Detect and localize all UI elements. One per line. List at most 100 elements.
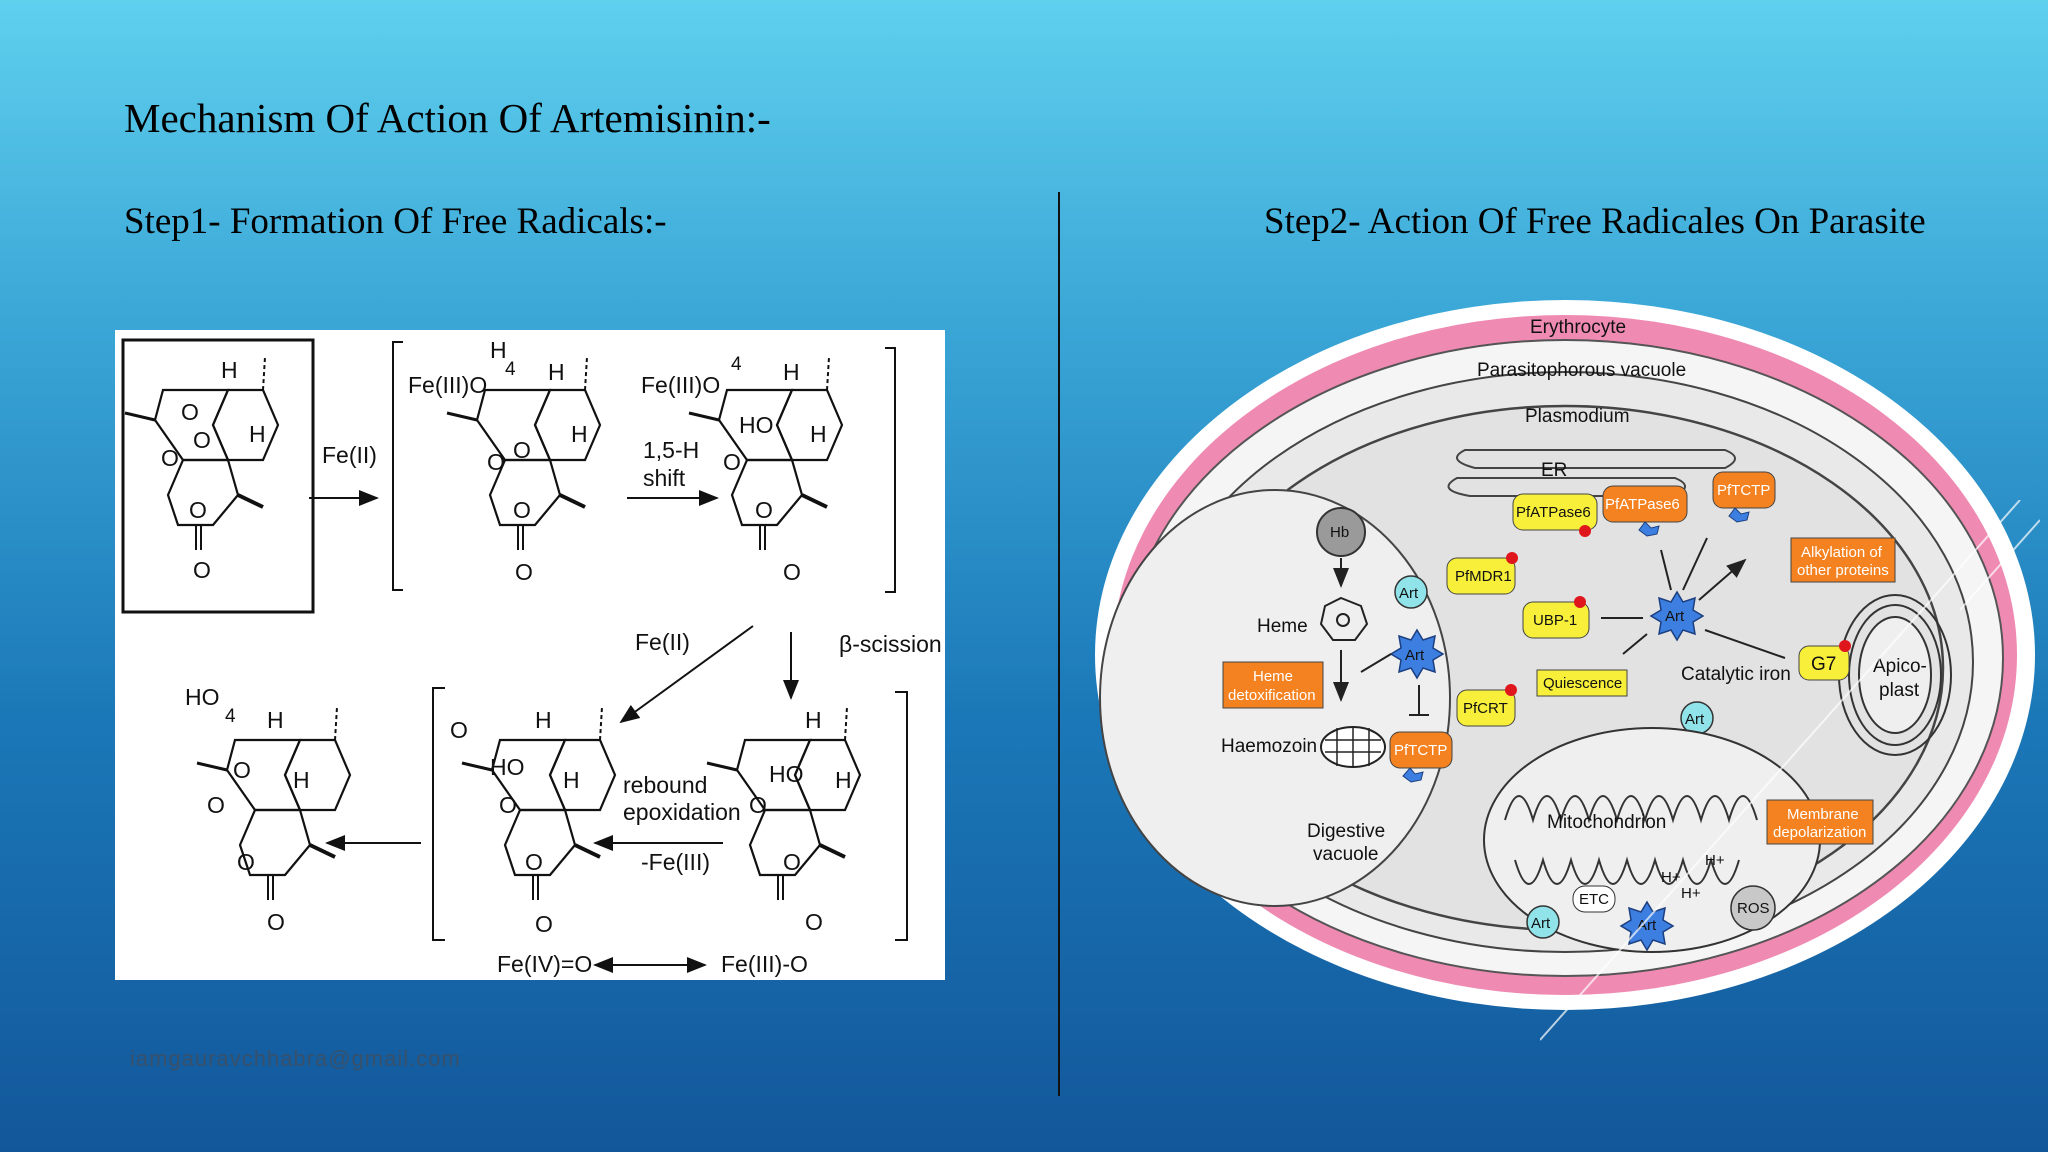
inhibit-line — [1660, 549, 1672, 591]
atom-label: H — [810, 421, 827, 447]
heme-icon — [1319, 596, 1369, 641]
atom-label: H — [805, 707, 822, 733]
label-pftctp: PfTCTP — [1717, 482, 1770, 499]
quiescence-box — [1536, 669, 1628, 697]
label-position-4: 4 — [505, 359, 516, 380]
label-er: ER — [1541, 460, 1567, 481]
atom-label: O — [515, 559, 533, 585]
atom-label: H — [490, 337, 507, 363]
inhibit-line — [1622, 633, 1648, 655]
atom-label: O — [805, 909, 823, 935]
label-fe4o: Fe(IV)=O — [497, 951, 592, 977]
label-fe3o: Fe(III)O — [408, 372, 487, 398]
label-art: Art — [1399, 585, 1419, 602]
atom-label: HO — [185, 684, 220, 710]
atom-label: O — [181, 399, 199, 425]
chemical-scheme: H H O O O O O Fe(II) Fe(III)O H 4 H H O … — [115, 330, 945, 980]
atom-label: O — [487, 449, 505, 475]
mitochondrion-cristae — [1504, 795, 1758, 885]
artemisinin-box — [121, 338, 315, 614]
pftctp-box — [1712, 471, 1776, 509]
mutation-dot — [1505, 684, 1517, 696]
atom-label: O — [755, 497, 773, 523]
art-inactive-icon — [1526, 905, 1560, 939]
label-membrane: depolarization — [1773, 824, 1866, 841]
atom-label: O — [499, 792, 517, 818]
label-membrane: Membrane — [1787, 806, 1859, 823]
atom-label: O — [237, 849, 255, 875]
membrane-depolarization-box — [1766, 799, 1874, 845]
pfcrt-box — [1456, 689, 1516, 727]
label-art: Art — [1685, 711, 1705, 728]
label-art: Art — [1665, 608, 1685, 625]
label-rebound: epoxidation — [623, 799, 741, 825]
pfmdr1-box — [1446, 557, 1516, 595]
label-g7: G7 — [1811, 654, 1836, 675]
inhibit-line — [1682, 537, 1708, 591]
decorative-lines — [1540, 500, 2040, 1041]
atom-label: O — [267, 909, 285, 935]
art-activated-icon — [1619, 900, 1675, 952]
label-pfcrt: PfCRT — [1463, 700, 1508, 717]
label-fe3o-radical: Fe(III)-O — [721, 951, 808, 977]
atom-label: O — [189, 497, 207, 523]
art-activated-central-icon — [1649, 590, 1705, 642]
label-fe3o: Fe(III)O — [641, 372, 720, 398]
atom-label: H — [267, 707, 284, 733]
label-pftctp: PfTCTP — [1394, 742, 1447, 759]
label-position-4: 4 — [731, 354, 742, 375]
label-art: Art — [1531, 915, 1551, 932]
atom-label: HO — [739, 412, 774, 438]
apicoplast — [1858, 616, 1932, 734]
label-mitochondrion: Mitochondrion — [1547, 812, 1666, 833]
art-inactive-icon — [1394, 575, 1428, 609]
atom-label: H — [221, 357, 238, 383]
er-membrane — [1456, 449, 1736, 469]
mutation-dot — [1579, 525, 1591, 537]
pftctp-box — [1389, 731, 1453, 769]
author-email: iamgauravchhabra@gmail.com — [130, 1046, 461, 1071]
apicoplast — [1848, 604, 1942, 746]
label-beta-scission: β-scission — [839, 631, 942, 657]
ubp1-box — [1522, 601, 1590, 639]
label-etc: ETC — [1579, 891, 1609, 908]
pfatpase6-box — [1512, 493, 1598, 531]
label-pfmdr1: PfMDR1 — [1455, 568, 1512, 585]
column-divider — [1058, 192, 1060, 1096]
atom-label: O — [783, 849, 801, 875]
label-erythrocyte: Erythrocyte — [1530, 317, 1626, 338]
atom-label: H — [548, 359, 565, 385]
label-heme-detox: Heme — [1253, 668, 1293, 685]
mutation-dot — [1506, 552, 1518, 564]
atom-label: O — [233, 757, 251, 783]
label-position-4: 4 — [225, 706, 236, 727]
atom-label: O — [207, 792, 225, 818]
atom-label: O — [193, 557, 211, 583]
ros-icon — [1730, 885, 1776, 931]
alkylation-box — [1790, 537, 1896, 583]
label-minus-fe3: -Fe(III) — [641, 849, 710, 875]
atom-label: O — [513, 437, 531, 463]
g7-box — [1798, 645, 1850, 681]
heme-detox-box — [1222, 661, 1324, 709]
atom-label: H — [563, 767, 580, 793]
label-alkylation: other proteins — [1797, 562, 1889, 579]
atom-label: O — [161, 445, 179, 471]
atom-label: H — [571, 421, 588, 447]
label-digestive: vacuole — [1313, 844, 1379, 865]
etc-box — [1572, 885, 1616, 913]
label-heme-detox: detoxification — [1228, 687, 1316, 704]
art-activated-icon — [1389, 628, 1445, 680]
bracket-left — [392, 341, 403, 591]
label-quiescence: Quiescence — [1543, 675, 1622, 692]
slide-title: Mechanism Of Action Of Artemisinin:- — [124, 95, 771, 141]
label-catalytic-iron: Catalytic iron — [1681, 664, 1791, 685]
cell-diagram-svg: Erythrocyte Parasitophorous vacuole Plas… — [1095, 300, 2035, 1010]
label-pfatpase6: PfATPase6 — [1516, 504, 1591, 521]
label-shift: shift — [643, 465, 686, 491]
label-ros: ROS — [1737, 900, 1770, 917]
chemical-scheme-svg: H H O O O O O Fe(II) Fe(III)O H 4 H H O … — [121, 337, 942, 977]
atom-label: H — [249, 421, 266, 447]
label-shift: 1,5-H — [643, 437, 699, 463]
inhibit-line — [1360, 653, 1392, 673]
